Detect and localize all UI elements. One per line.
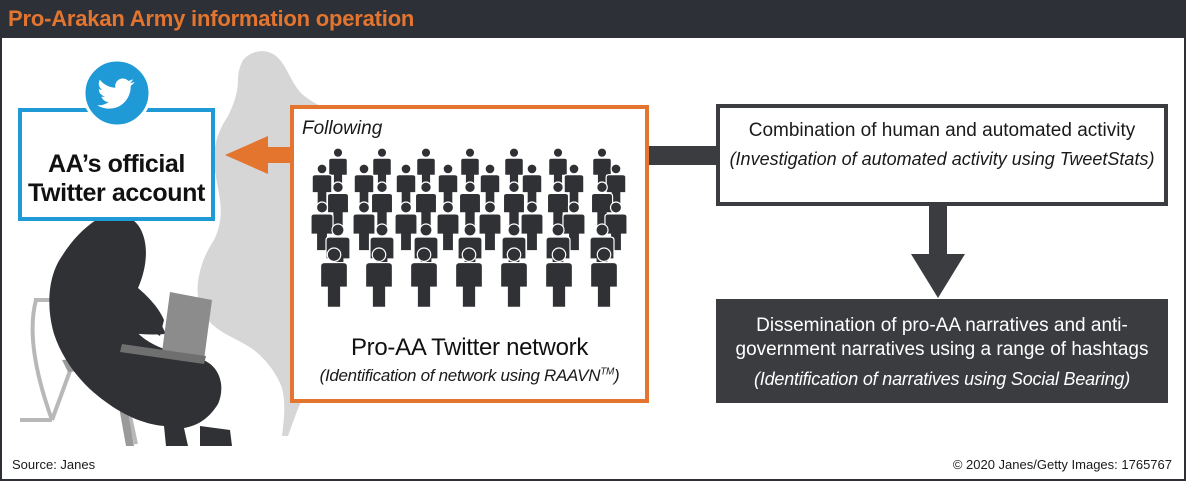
network-title: Pro-AA Twitter network — [350, 334, 589, 361]
person-icon — [414, 181, 438, 230]
person-icon — [504, 147, 524, 190]
person-icon — [544, 247, 574, 308]
person-icon — [548, 147, 568, 190]
person-icon — [416, 147, 436, 190]
connector-bar — [649, 146, 719, 165]
following-arrow-shaft — [266, 147, 292, 163]
person-icon — [478, 201, 502, 252]
dissemination-main-text: Dissemination of pro-AA narratives and a… — [735, 315, 1149, 360]
official-account-label: AA’s official Twitter account — [18, 150, 215, 208]
person-icon — [436, 201, 460, 252]
person-icon — [437, 163, 459, 209]
copyright-note: © 2020 Janes/Getty Images: 1765767 — [952, 457, 1172, 472]
person-icon — [372, 147, 392, 190]
frame-bottom — [0, 479, 1186, 481]
person-icon — [460, 147, 480, 190]
following-label: Following — [302, 118, 383, 139]
person-icon — [499, 247, 529, 308]
person-icon — [328, 147, 348, 190]
people-crowd-icon — [310, 147, 628, 308]
person-icon — [394, 201, 418, 252]
page-title: Pro-Arakan Army information operation — [8, 6, 415, 31]
person-icon — [370, 181, 394, 230]
network-subtitle-prefix: (Identification of network using RAAVN — [319, 366, 601, 385]
person-icon — [589, 247, 619, 308]
person-icon — [454, 247, 484, 308]
person-icon — [353, 163, 375, 209]
down-arrow-head — [911, 254, 965, 298]
following-arrow-head — [225, 136, 268, 174]
person-icon — [319, 247, 349, 308]
frame-left — [0, 38, 2, 481]
activity-sub-text: (Investigation of automated activity usi… — [729, 149, 1155, 169]
activity-main-text: Combination of human and automated activ… — [748, 120, 1136, 141]
official-account-line2: Twitter account — [28, 179, 205, 207]
down-arrow-shaft — [929, 205, 947, 257]
person-icon — [395, 163, 417, 209]
person-icon — [479, 163, 501, 209]
person-icon — [458, 181, 482, 230]
network-subtitle: (Identification of network using RAAVNTM… — [290, 366, 649, 386]
person-icon — [502, 181, 526, 230]
person-icon — [521, 163, 543, 209]
official-account-line1: AA’s official — [48, 150, 185, 178]
twitter-bird-icon — [82, 58, 152, 128]
trademark-mark: TM — [600, 366, 615, 378]
dissemination-sub-text: (Identification of narratives using Soci… — [753, 369, 1130, 389]
dissemination-box — [716, 299, 1168, 403]
header-bar — [0, 0, 1186, 38]
source-note: Source: Janes — [12, 457, 96, 472]
frame-right — [1184, 38, 1186, 481]
laptop-user-silhouette — [20, 214, 232, 446]
person-icon — [409, 247, 439, 308]
person-icon — [364, 247, 394, 308]
activity-box — [716, 104, 1168, 206]
network-subtitle-suffix: ) — [614, 366, 620, 385]
